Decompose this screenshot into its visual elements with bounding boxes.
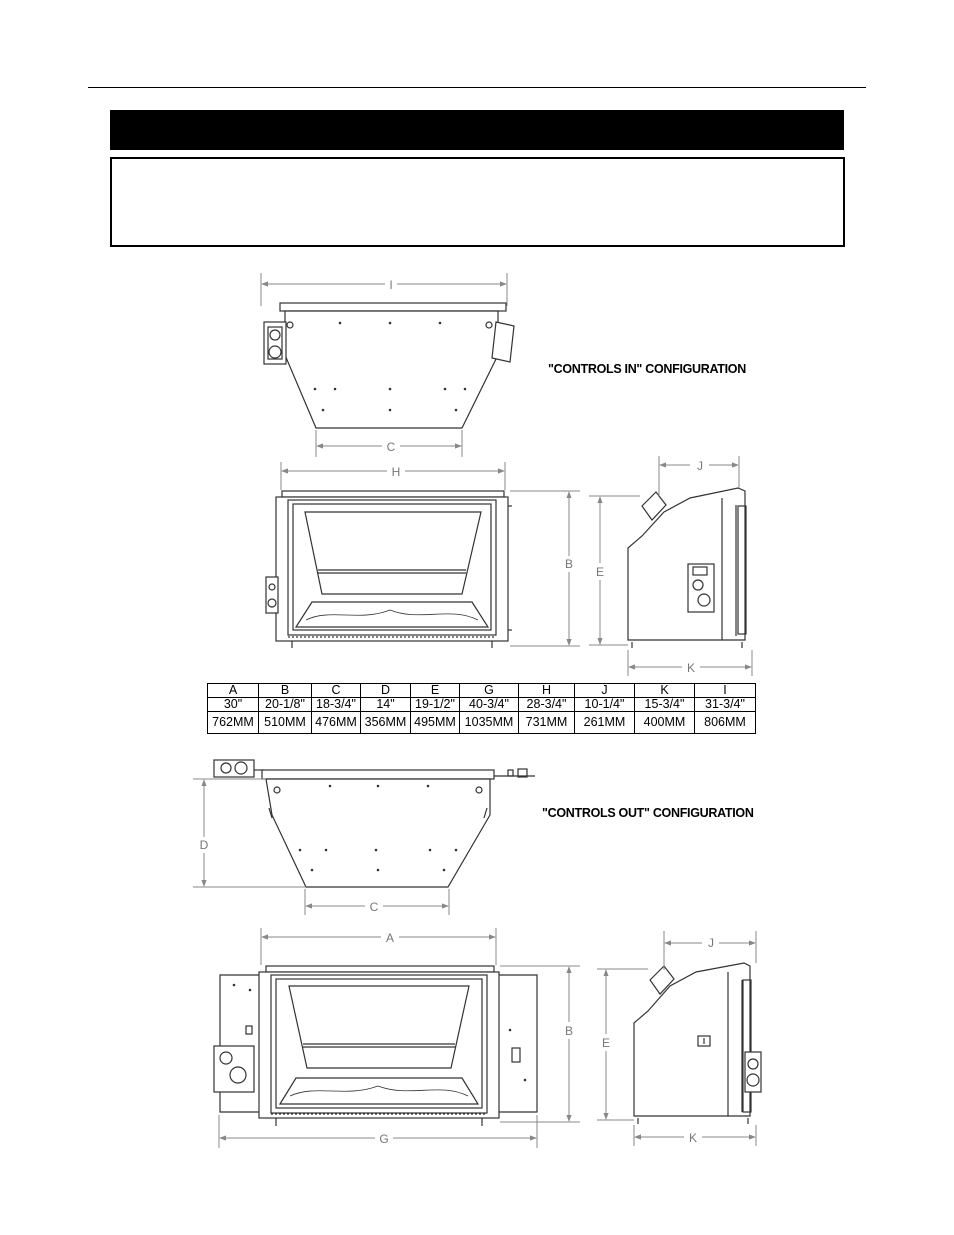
dim-C-line-out [304, 889, 450, 915]
controls-out-front-view [213, 965, 538, 1126]
table-header-row: A B C D E G H J K I [207, 683, 756, 698]
table-header-cell: H [518, 683, 575, 698]
controls-out-caption: "CONTROLS OUT" CONFIGURATION [542, 806, 754, 820]
table-header-cell: C [311, 683, 361, 698]
dim-K-label-out: K [689, 1131, 697, 1145]
note-box [110, 157, 845, 247]
dim-I-line [260, 273, 508, 306]
table-cell: 31-3/4" [694, 697, 756, 712]
table-cell: 10-1/4" [574, 697, 635, 712]
table-cell: 19-1/2" [410, 697, 460, 712]
table-header-cell: D [360, 683, 411, 698]
dim-H-line [280, 462, 506, 490]
controls-out-top-view [213, 759, 535, 888]
controls-in-caption: "CONTROLS IN" CONFIGURATION [548, 362, 746, 376]
table-cell: 1035MM [459, 711, 519, 734]
dim-B-label-out: B [565, 1024, 573, 1038]
dim-B-line-in [510, 490, 580, 647]
table-header-cell: I [694, 683, 756, 698]
table-cell: 261MM [574, 711, 635, 734]
table-cell: 731MM [518, 711, 575, 734]
table-cell: 806MM [694, 711, 756, 734]
table-header-cell: G [459, 683, 519, 698]
header-rule [88, 87, 866, 88]
controls-in-front-view [265, 490, 512, 648]
controls-in-top-view [263, 302, 515, 429]
dimensions-table: A B C D E G H J K I 30" 20-1/8" 18-3/4" … [207, 683, 756, 734]
table-cell: 14" [360, 697, 411, 712]
table-cell: 495MM [410, 711, 460, 734]
dim-C-label-out: C [370, 900, 379, 914]
dim-G-label: G [379, 1132, 388, 1146]
dim-E-label-in: E [596, 565, 604, 579]
dim-D-line [193, 778, 306, 888]
table-header-cell: E [410, 683, 460, 698]
dim-E-label-out: E [602, 1036, 610, 1050]
dim-K-line-in [627, 650, 753, 676]
section-title-bar [110, 110, 844, 150]
dim-B-line-out [500, 965, 580, 1123]
table-header-cell: B [258, 683, 312, 698]
table-mm-row: 762MM 510MM 476MM 356MM 495MM 1035MM 731… [207, 711, 756, 734]
dim-C-label-in: C [387, 440, 396, 454]
table-cell: 510MM [258, 711, 312, 734]
table-header-cell: J [574, 683, 635, 698]
dim-J-line-out [663, 931, 757, 970]
controls-out-side-view [633, 962, 762, 1124]
dim-I-label: I [389, 278, 392, 292]
table-cell: 40-3/4" [459, 697, 519, 712]
dim-K-label-in: K [687, 661, 695, 675]
table-cell: 18-3/4" [311, 697, 361, 712]
dim-C-line-in [315, 430, 463, 457]
table-header-cell: K [634, 683, 695, 698]
table-cell: 15-3/4" [634, 697, 695, 712]
controls-in-side-view [627, 487, 747, 648]
dim-J-label-in: J [697, 459, 703, 473]
dim-E-line-in [589, 495, 640, 646]
table-cell: 30" [207, 697, 259, 712]
table-cell: 476MM [311, 711, 361, 734]
dim-K-line-out [633, 1125, 757, 1146]
table-cell: 400MM [634, 711, 695, 734]
dim-H-label: H [392, 465, 401, 479]
table-inches-row: 30" 20-1/8" 18-3/4" 14" 19-1/2" 40-3/4" … [207, 697, 756, 712]
dim-A-line [260, 928, 497, 965]
table-header-cell: A [207, 683, 259, 698]
dim-J-label-out: J [708, 936, 714, 950]
table-cell: 356MM [360, 711, 411, 734]
table-cell: 762MM [207, 711, 259, 734]
dim-E-line-out [597, 968, 648, 1121]
dim-B-label-in: B [565, 557, 573, 571]
table-cell: 28-3/4" [518, 697, 575, 712]
dim-G-line [218, 1115, 538, 1148]
dim-D-label: D [200, 838, 209, 852]
table-cell: 20-1/8" [258, 697, 312, 712]
dim-J-line-in [658, 456, 740, 496]
dim-A-label: A [386, 931, 394, 945]
